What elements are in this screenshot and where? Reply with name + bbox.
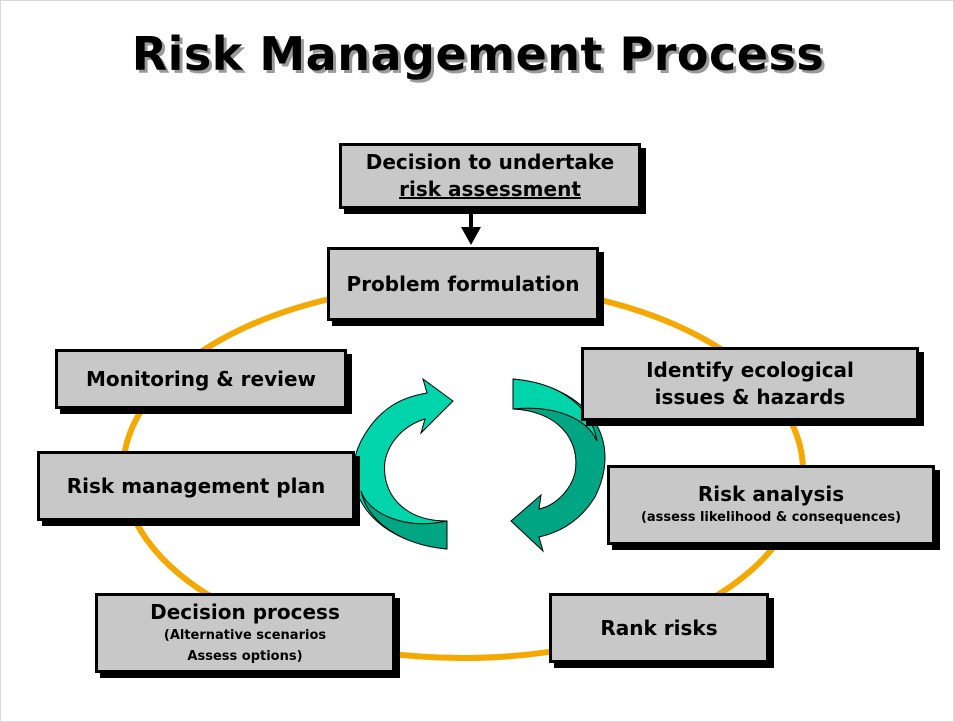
page-title: Risk Management Process [131, 27, 825, 81]
identify-issues-box: Identify ecological issues & hazards [581, 347, 919, 421]
decision-to-undertake-line1: Decision to undertake [365, 150, 615, 174]
identify-issues-line1: Identify ecological [646, 358, 854, 382]
risk-analysis-box: Risk analysis (assess likelihood & conse… [607, 465, 935, 545]
risk-management-plan-box: Risk management plan [37, 451, 355, 521]
rank-risks-box: Rank risks [549, 593, 769, 663]
down-arrow-icon [461, 209, 481, 245]
cycle-arrow-icon [510, 378, 606, 553]
risk-analysis-label: Risk analysis [697, 482, 845, 507]
decision-process-sub2: Assess options) [187, 648, 303, 664]
monitoring-review-box: Monitoring & review [55, 349, 347, 409]
rank-risks-label: Rank risks [600, 615, 718, 640]
problem-formulation-box: Problem formulation [327, 247, 599, 321]
decision-process-label: Decision process [150, 599, 340, 624]
risk-analysis-sub: (assess likelihood & consequences) [640, 510, 902, 526]
decision-process-sub1: (Alternative scenarios [163, 627, 327, 643]
problem-formulation-label: Problem formulation [346, 271, 580, 296]
identify-issues-line2: issues & hazards [654, 385, 846, 409]
monitoring-review-label: Monitoring & review [85, 366, 317, 391]
decision-process-box: Decision process (Alternative scenarios … [95, 593, 395, 673]
decision-to-undertake-box: Decision to undertake risk assessment [339, 143, 641, 209]
risk-management-plan-label: Risk management plan [66, 473, 326, 498]
decision-to-undertake-line2: risk assessment [399, 177, 581, 201]
cycle-arrow-icon [352, 377, 454, 550]
